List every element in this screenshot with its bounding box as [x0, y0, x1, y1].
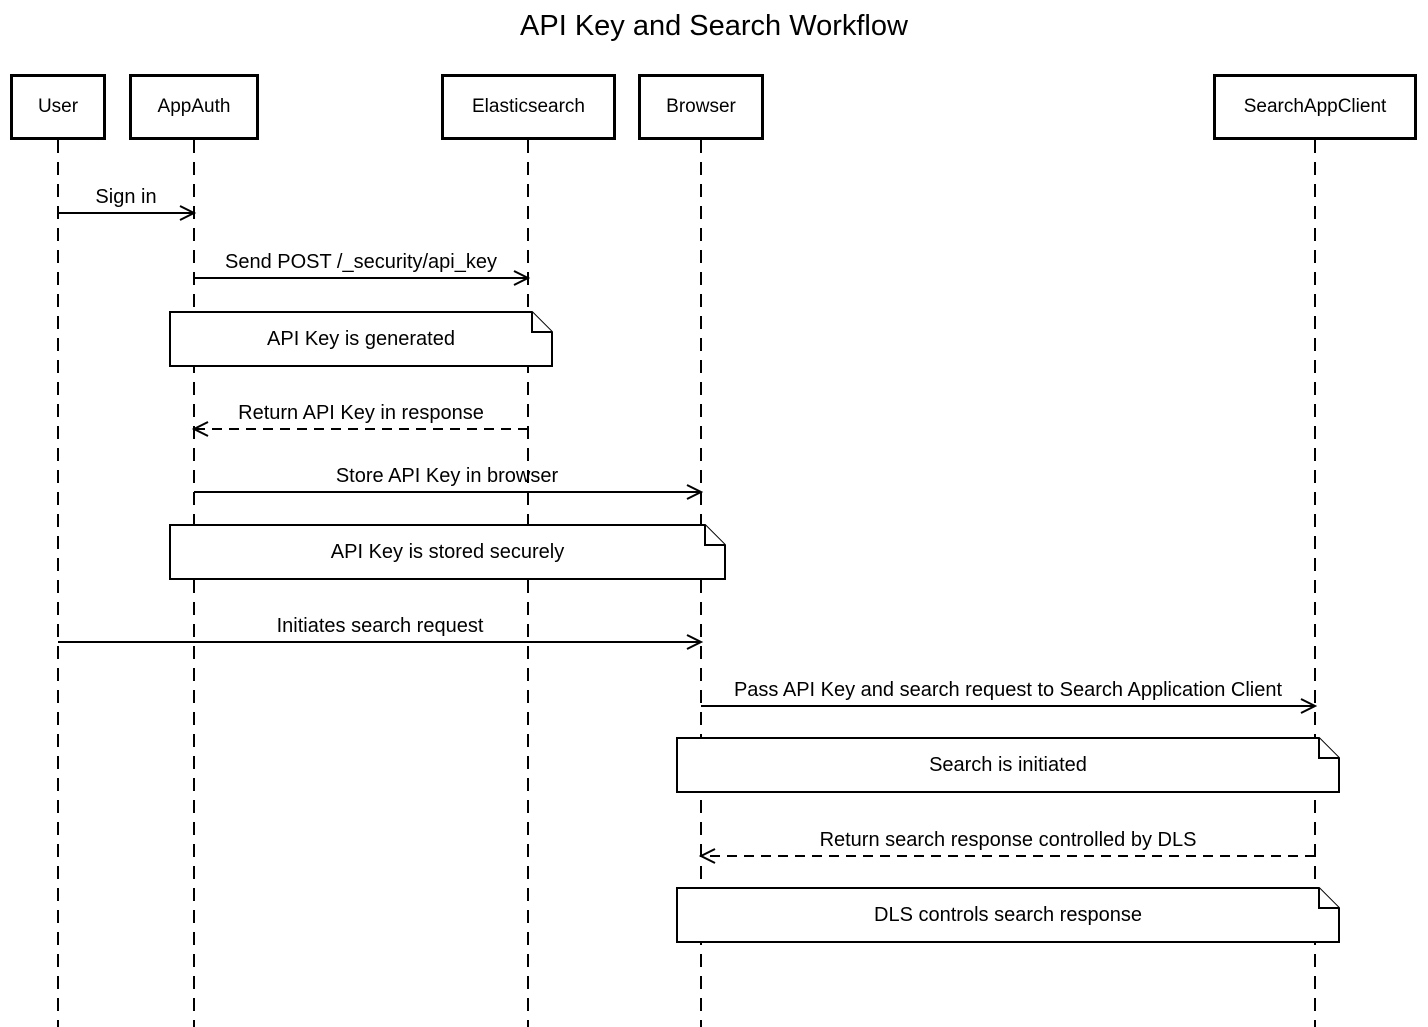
- note-dls-controls-shape: [676, 887, 1340, 943]
- note-search-initiated-shape: [676, 737, 1340, 793]
- message-label-store-api-key: Store API Key in browser: [335, 465, 559, 487]
- actor-elasticsearch: Elasticsearch: [441, 74, 616, 140]
- actor-user-label: User: [37, 96, 79, 117]
- message-label-pass-api-key: Pass API Key and search request to Searc…: [733, 679, 1283, 701]
- actor-searchappclient-label: SearchAppClient: [1243, 96, 1387, 117]
- message-label-sign-in: Sign in: [95, 186, 157, 208]
- message-label-initiates-search: Initiates search request: [276, 615, 484, 637]
- note-api-key-stored: API Key is stored securely: [330, 540, 565, 563]
- message-label-send-post-api-key: Send POST /_security/api_key: [225, 251, 497, 273]
- actor-elasticsearch-label: Elasticsearch: [472, 96, 585, 117]
- message-label-return-search-response: Return search response controlled by DLS: [819, 829, 1197, 851]
- actor-searchappclient: SearchAppClient: [1213, 74, 1417, 140]
- diagram-title: API Key and Search Workflow: [520, 10, 908, 42]
- actor-user: User: [10, 74, 106, 140]
- note-api-key-generated: API Key is generated: [267, 327, 455, 350]
- actor-browser-label: Browser: [666, 96, 736, 117]
- actor-browser: Browser: [638, 74, 764, 140]
- note-api-key-stored-shape: [169, 524, 726, 580]
- message-label-return-api-key: Return API Key in response: [238, 402, 484, 424]
- note-dls-controls: DLS controls search response: [874, 903, 1142, 926]
- note-api-key-generated-shape: [169, 311, 553, 367]
- actor-appauth-label: AppAuth: [157, 96, 231, 117]
- note-search-initiated: Search is initiated: [929, 753, 1087, 776]
- actor-appauth: AppAuth: [129, 74, 259, 140]
